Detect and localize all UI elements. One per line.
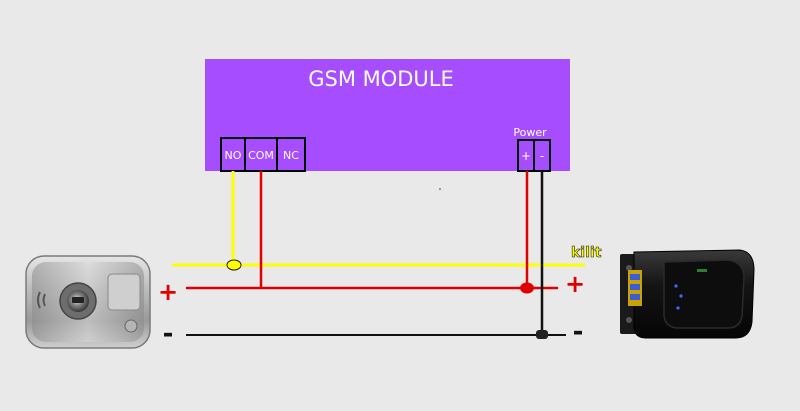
power-plus-label: + — [521, 149, 531, 163]
terminal-no-label: NO — [225, 149, 242, 162]
yellow-junction — [226, 259, 242, 271]
terminal-nc-label: NC — [283, 149, 299, 162]
black-junction — [536, 330, 548, 339]
terminal-block: NO COM NC — [220, 137, 306, 172]
status-led — [674, 284, 678, 288]
gsm-module: GSM MODULE NO COM NC Power + - — [205, 59, 570, 172]
terminal-no — [220, 137, 246, 172]
power-terminal: Power + - — [513, 126, 551, 172]
left-minus-label: - — [163, 319, 174, 349]
power-label: Power — [513, 126, 547, 139]
red-junction — [520, 282, 534, 294]
wiring — [172, 171, 585, 339]
screw-icon — [124, 319, 138, 333]
terminal-com — [244, 137, 278, 172]
right-minus-label: - — [573, 317, 584, 347]
left-plus-label: + — [158, 278, 178, 306]
lock-controller-device — [620, 249, 755, 339]
gsm-module-title: GSM MODULE — [308, 67, 454, 91]
lock-label: kilit — [571, 245, 602, 261]
power-minus-label: - — [540, 149, 544, 163]
terminal-nc — [276, 137, 306, 172]
terminal-com-label: COM — [248, 149, 274, 162]
contactless-icon — [37, 291, 41, 309]
right-plus-label: + — [565, 270, 585, 298]
stray-dot — [439, 188, 441, 190]
card-reader-pad — [107, 273, 141, 311]
door-reader-device — [25, 255, 151, 349]
